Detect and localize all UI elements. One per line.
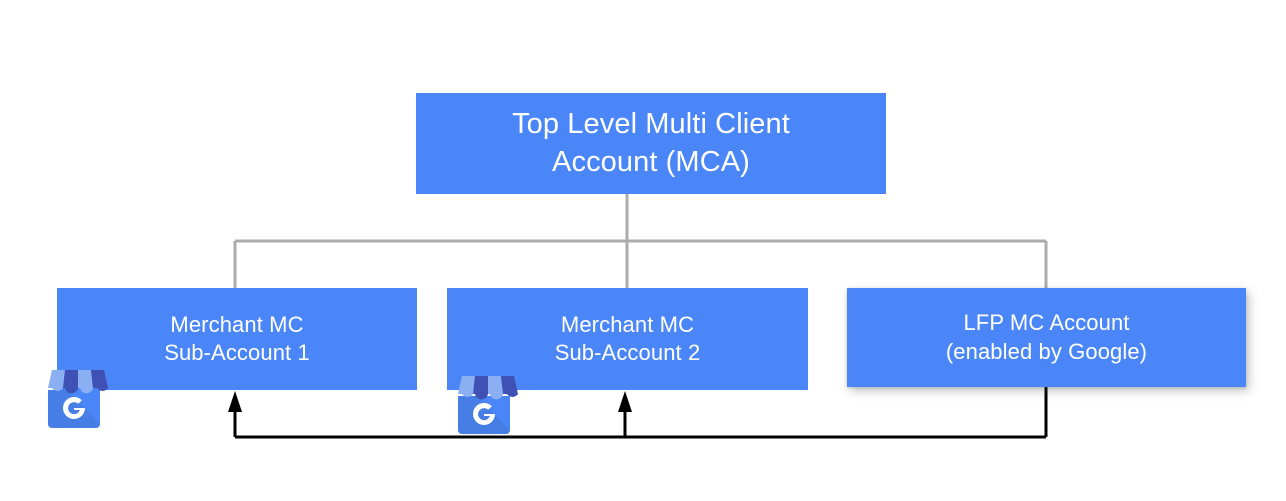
node-merchant-mc-sub-account-1[interactable]: Merchant MC Sub-Account 1 [57, 288, 417, 390]
node-lfp-mc-account-label: LFP MC Account (enabled by Google) [945, 310, 1148, 364]
feed-arrowhead-sub1 [228, 391, 242, 412]
node-merchant-mc-sub-account-2[interactable]: Merchant MC Sub-Account 2 [447, 288, 808, 390]
google-business-profile-icon [458, 376, 518, 434]
node-merchant-mc-sub-account-2-label: Merchant MC Sub-Account 2 [554, 311, 701, 365]
node-merchant-mc-sub-account-1-label: Merchant MC Sub-Account 1 [164, 311, 310, 365]
google-business-profile-icon [48, 370, 108, 428]
node-lfp-mc-account[interactable]: LFP MC Account (enabled by Google) [847, 288, 1246, 387]
tree-connector-group [233, 194, 1048, 289]
feed-arrow-group [233, 387, 1048, 439]
node-top-level-mca-label: Top Level Multi Client Account (MCA) [512, 108, 790, 178]
feed-arrowhead-sub2 [618, 391, 632, 412]
node-top-level-mca[interactable]: Top Level Multi Client Account (MCA) [416, 93, 886, 194]
